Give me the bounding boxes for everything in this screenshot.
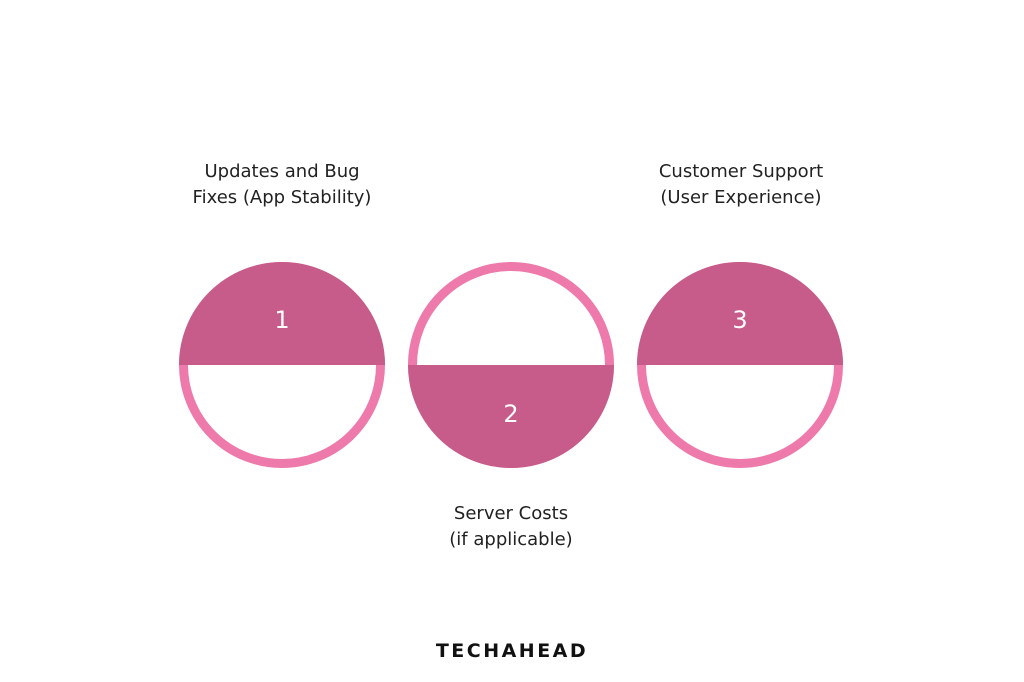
step-1-label: Updates and Bug Fixes (App Stability) bbox=[152, 159, 412, 211]
step-2-label: Server Costs (if applicable) bbox=[381, 501, 641, 553]
step-3-number: 3 bbox=[732, 306, 748, 334]
step-1-circle: 1 bbox=[179, 262, 385, 468]
step-2-label-line1: Server Costs bbox=[453, 503, 569, 524]
step-3-label-line1: Customer Support bbox=[658, 161, 824, 182]
step-3-label: Customer Support (User Experience) bbox=[611, 159, 871, 211]
step-3-circle: 3 bbox=[637, 262, 843, 468]
step-1-label-line2: Fixes (App Stability) bbox=[192, 187, 372, 208]
step-2-number: 2 bbox=[503, 400, 519, 428]
techahead-logo: TECHAHEAD bbox=[435, 640, 589, 662]
step-2-label-line2: (if applicable) bbox=[449, 529, 573, 550]
step-1-number: 1 bbox=[274, 306, 290, 334]
step-1-label-line1: Updates and Bug bbox=[204, 161, 360, 182]
step-2-circle: 2 bbox=[408, 262, 614, 468]
step-3-label-line2: (User Experience) bbox=[660, 187, 822, 208]
